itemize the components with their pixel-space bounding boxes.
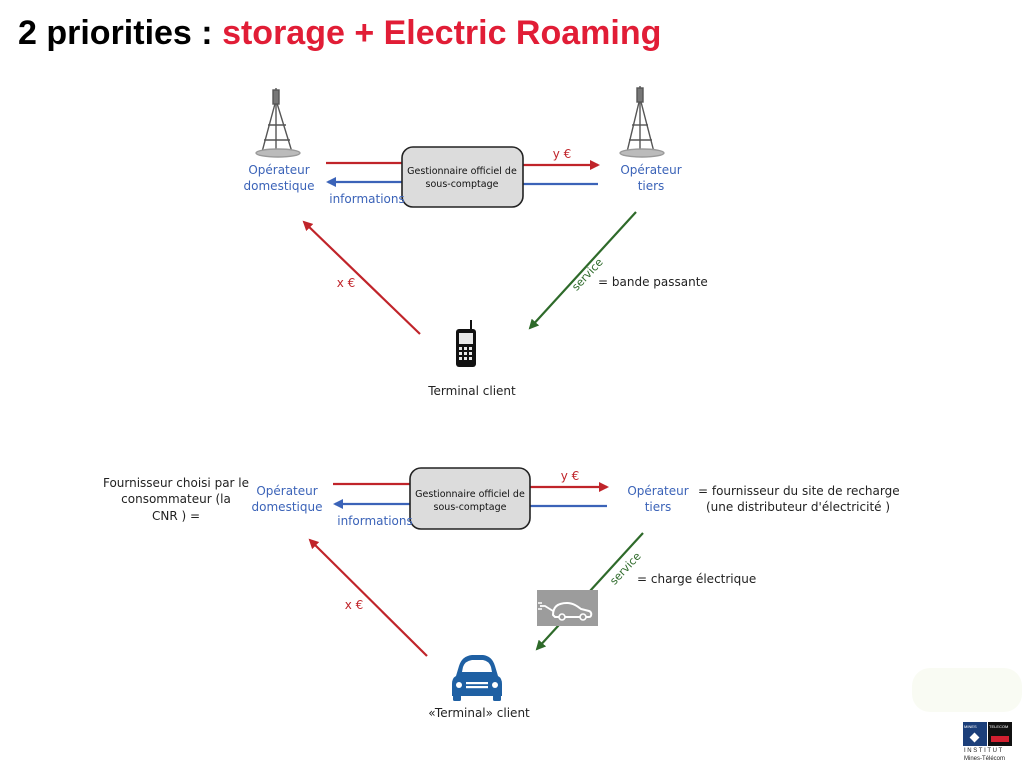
- manager-box-label-line2: sous-comptage: [434, 502, 507, 513]
- top-diagram: Opérateur domestique Opérateur tiers Ges…: [244, 86, 708, 398]
- logo-telecom-text: TELECOM: [989, 724, 1009, 729]
- home-operator-label-line2: domestique: [252, 500, 323, 514]
- manager-box-label: Gestionnaire officiel de: [407, 166, 517, 177]
- title-accent: storage + Electric Roaming: [222, 14, 662, 52]
- diamond-icon: [969, 732, 980, 743]
- y-euro-label: y €: [561, 469, 580, 483]
- antenna-tower-icon: [255, 88, 301, 158]
- x-euro-label: x €: [337, 276, 356, 290]
- manager-box-label: Gestionnaire officiel de: [415, 489, 525, 500]
- informations-label: informations: [329, 192, 405, 206]
- home-operator-label: Opérateur: [256, 484, 317, 498]
- supplier-note-line3: CNR ) =: [152, 509, 200, 523]
- logo-line2: Mines-Télécom: [964, 756, 1006, 762]
- y-euro-label: y €: [553, 147, 572, 161]
- recharge-site-note: = fournisseur du site de recharge: [698, 484, 900, 498]
- manager-box: [401, 146, 524, 208]
- informations-label: informations: [337, 514, 413, 528]
- title-prefix: 2 priorities :: [18, 14, 223, 52]
- electric-car-plug-icon: [537, 590, 598, 626]
- bottom-diagram: Fournisseur choisi par le consommateur (…: [103, 467, 900, 720]
- terminal-client-label: Terminal client: [427, 384, 516, 398]
- manager-box-label-line2: sous-comptage: [426, 179, 499, 190]
- third-operator-label-line2: tiers: [638, 179, 665, 193]
- logo-mines-text: MINES: [964, 724, 977, 729]
- supplier-note-line2: consommateur (la: [121, 492, 231, 506]
- third-operator-label: Opérateur: [627, 484, 688, 498]
- logo-red-bar: [991, 736, 1009, 742]
- terminal-client-label: «Terminal» client: [428, 706, 530, 720]
- service-arrow: [528, 211, 637, 330]
- manager-box: [409, 467, 531, 530]
- x-payment-arrow: [302, 220, 421, 335]
- logo-mines-block: MINES: [963, 722, 987, 746]
- x-payment-arrow: [308, 538, 428, 657]
- recharge-site-note-line2: (une distributeur d'électricité ): [706, 500, 890, 514]
- electric-charge-label: = charge électrique: [637, 572, 756, 586]
- antenna-tower-icon: [619, 86, 665, 158]
- logo-line1: INSTITUT: [964, 748, 1004, 754]
- x-euro-label: x €: [345, 598, 364, 612]
- background-glow: [912, 668, 1022, 712]
- service-bandwidth-label: = bande passante: [598, 275, 708, 289]
- third-operator-label: Opérateur: [620, 163, 681, 177]
- page-title: 2 priorities : storage + Electric Roamin…: [18, 14, 661, 53]
- home-operator-label-line2: domestique: [244, 179, 315, 193]
- institut-mines-telecom-logo: MINES TELECOM INSTITUT Mines-Télécom: [963, 722, 1013, 766]
- car-icon: [452, 655, 502, 701]
- mobile-phone-icon: [456, 320, 476, 367]
- supplier-note: Fournisseur choisi par le: [103, 476, 249, 490]
- logo-telecom-block: TELECOM: [988, 722, 1012, 746]
- home-operator-label: Opérateur: [248, 163, 309, 177]
- third-operator-label-line2: tiers: [645, 500, 672, 514]
